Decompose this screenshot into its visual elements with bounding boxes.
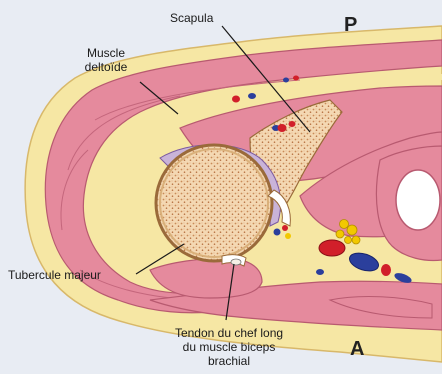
axillary-artery xyxy=(319,240,345,256)
artery xyxy=(282,225,288,231)
tubercle-label: Tubercule majeur xyxy=(8,268,101,282)
artery xyxy=(289,121,296,127)
anterior-marker: A xyxy=(350,338,364,361)
rib xyxy=(396,170,440,230)
vein xyxy=(248,93,256,99)
biceps-tendon xyxy=(231,259,241,265)
posterior-marker: P xyxy=(344,14,357,37)
tendon-label: Tendon du chef long du muscle biceps bra… xyxy=(164,326,294,368)
tendon-label-line2: du muscle biceps xyxy=(164,340,294,354)
artery xyxy=(278,124,287,132)
vein xyxy=(316,269,324,275)
deltoid-label-line2: deltoïde xyxy=(78,60,134,74)
artery xyxy=(293,76,299,81)
nerve xyxy=(285,233,291,239)
vein xyxy=(274,229,281,236)
humeral-head xyxy=(156,145,272,261)
tendon-label-line3: brachial xyxy=(164,354,294,368)
deltoid-label: Muscle deltoïde xyxy=(78,46,134,74)
vein xyxy=(283,78,289,83)
axillary-artery xyxy=(381,264,391,276)
scapula-label: Scapula xyxy=(170,11,213,25)
artery xyxy=(232,96,240,103)
tendon-label-line1: Tendon du chef long xyxy=(164,326,294,340)
deltoid-label-line1: Muscle xyxy=(78,46,134,60)
